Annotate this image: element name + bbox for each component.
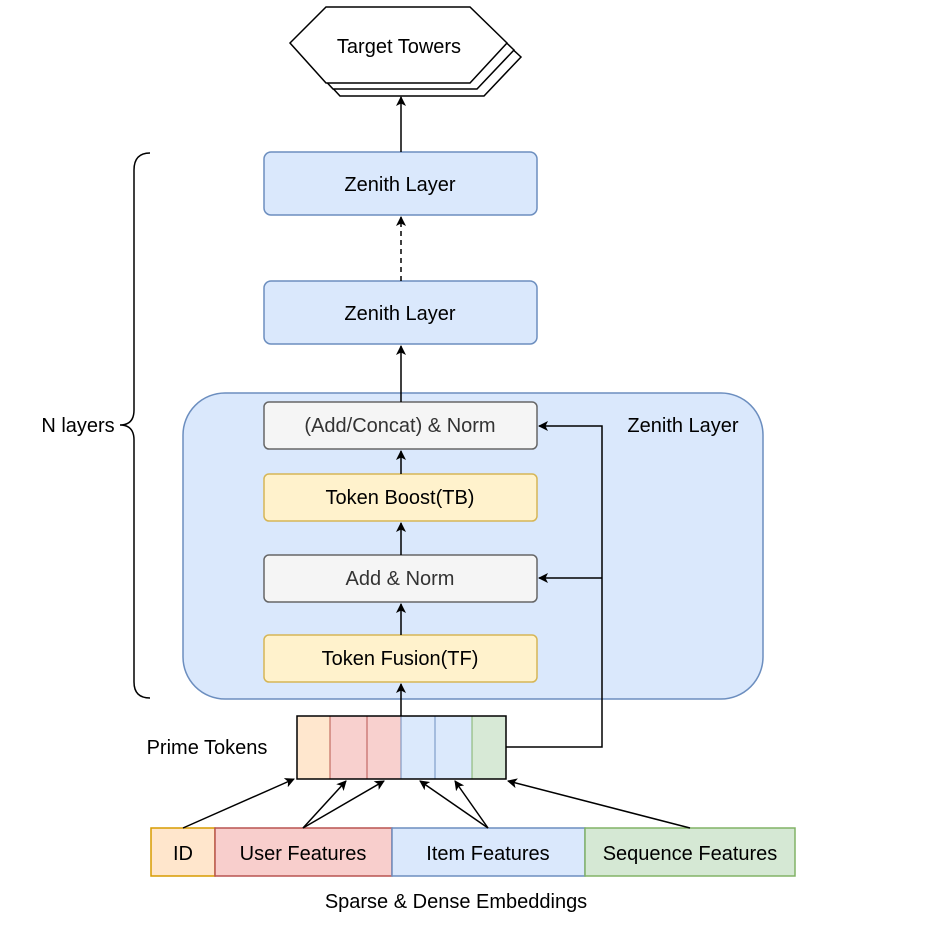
add-concat-norm-node: (Add/Concat) & Norm [263,401,538,450]
n-layers-label: N layers [41,415,114,437]
arrow-id-to-token [182,778,295,829]
feature-item-box: Item Features [391,827,586,877]
feature-id-label: ID [173,843,193,865]
prime-token-cell [366,715,402,780]
zenith-layer-block-title: Zenith Layer [627,415,739,437]
add-norm-label: Add & Norm [346,568,455,590]
zenith-layer-top: Zenith Layer [263,151,538,216]
prime-tokens-label: Prime Tokens [147,737,268,759]
zenith-layer-top-label: Zenith Layer [344,174,456,196]
feature-sequence-label: Sequence Features [603,843,778,865]
feature-user-box: User Features [214,827,393,877]
prime-tokens-strip [296,715,507,780]
residual-path-main [506,421,603,748]
target-towers-label: Target Towers [337,36,461,58]
n-layers-brace [119,152,151,699]
add-norm-node: Add & Norm [263,554,538,603]
connectors [182,96,691,829]
token-boost-label: Token Boost(TB) [326,487,475,509]
feature-item-label: Item Features [426,843,549,865]
arrow-user-to-token-1 [302,780,347,829]
feature-user-label: User Features [240,843,367,865]
feature-id-box: ID [150,827,216,877]
feature-sequence-box: Sequence Features [584,827,796,877]
token-fusion-label: Token Fusion(TF) [322,648,479,670]
arrow-user-to-token-2 [302,780,385,829]
target-towers-node: Target Towers [288,6,523,97]
token-boost-node: Token Boost(TB) [263,473,538,522]
zenith-layer-block: Zenith Layer [182,392,764,700]
arrow-item-to-token-1 [419,780,489,829]
arrow-item-to-token-2 [454,780,489,829]
zenith-layer-mid: Zenith Layer [263,280,538,345]
prime-token-cell [434,715,473,780]
sparse-dense-embeddings-label: Sparse & Dense Embeddings [325,891,587,913]
prime-token-cell [329,715,368,780]
arrow-sequence-to-token [507,778,691,829]
token-fusion-node: Token Fusion(TF) [263,634,538,683]
prime-token-cell [471,715,507,780]
zenith-layer-mid-label: Zenith Layer [344,303,456,325]
prime-token-cell [400,715,436,780]
prime-token-cell [296,715,331,780]
add-concat-norm-label: (Add/Concat) & Norm [304,415,495,437]
